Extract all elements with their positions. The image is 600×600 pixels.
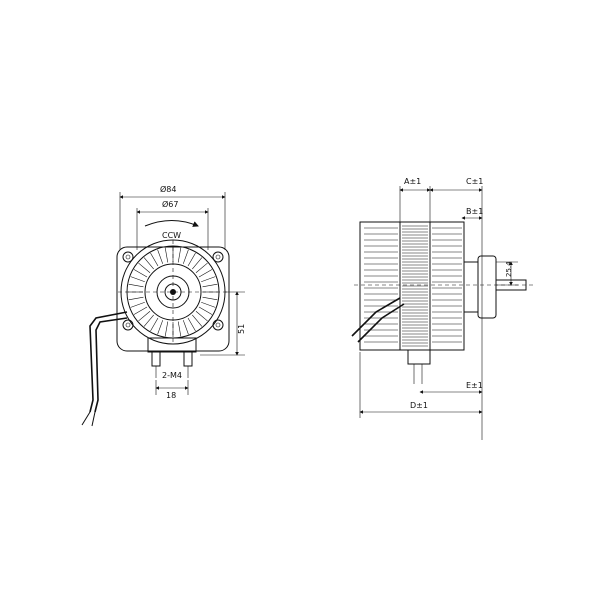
dim-outer-diameter: Ø84 [160, 184, 176, 194]
side-view: A±1 C±1 B±1 25.4 E±1 D±1 [351, 177, 534, 440]
dim-d: D±1 [410, 401, 428, 410]
stator-fin [164, 321, 169, 337]
dim-c: C±1 [466, 177, 483, 186]
stator-fin [150, 252, 159, 267]
stator-fin [201, 301, 216, 308]
stator-fin [202, 283, 218, 288]
dim-e: E±1 [466, 381, 483, 390]
dim-a: A±1 [404, 177, 421, 186]
stator-fin [202, 296, 218, 301]
stator-fin [128, 296, 144, 301]
stator-fin [177, 247, 182, 263]
stator-fin [133, 269, 148, 278]
stator-fin [130, 301, 145, 308]
front-view: Ø84 Ø67 CCW 2-M4 18 [81, 184, 246, 427]
stator-fin [177, 321, 182, 337]
dim-terminal-spacing: 18 [166, 391, 176, 400]
stator-fin [157, 249, 164, 264]
stator-fin [201, 276, 216, 283]
stator-fin [164, 247, 169, 263]
stator-fin [195, 262, 208, 273]
stator-fin [198, 306, 213, 315]
dim-terminals: 2-M4 [162, 371, 182, 380]
stator-fin [130, 276, 145, 283]
stator-fin [182, 320, 189, 335]
stator-fin [143, 257, 154, 270]
stator-fin [192, 257, 203, 270]
stator-fin [128, 283, 144, 288]
stator-fin [192, 314, 203, 327]
stator-fin [138, 311, 151, 322]
stator-fin [187, 317, 196, 332]
stator-fin [182, 249, 189, 264]
stator-fin [195, 311, 208, 322]
stator-fin [143, 314, 154, 327]
stator-fin [198, 269, 213, 278]
stator-fin [138, 262, 151, 273]
stator-fin [157, 320, 164, 335]
dim-inner-diameter: Ø67 [162, 199, 178, 209]
stator-fin [150, 317, 159, 332]
dim-b: B±1 [466, 207, 483, 216]
rotation-label: CCW [162, 231, 181, 240]
dim-shaft: 25.4 [505, 261, 513, 277]
stator-fin [133, 306, 148, 315]
stator-fin [187, 252, 196, 267]
dim-height: 51 [237, 324, 246, 334]
